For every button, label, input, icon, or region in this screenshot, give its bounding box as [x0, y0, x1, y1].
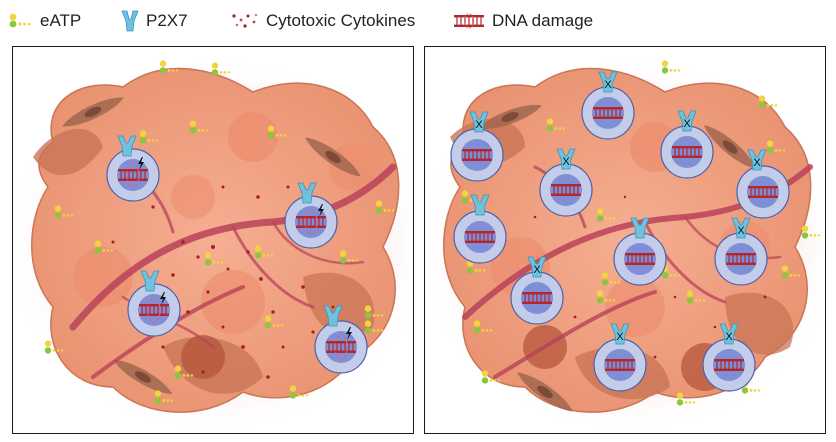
immune-cell: X	[703, 323, 755, 391]
immune-cell: X	[540, 148, 592, 216]
immune-cell: X	[451, 111, 503, 181]
x-mark-icon: X	[683, 118, 691, 130]
legend-label-dna-damage: DNA damage	[492, 11, 594, 30]
cytokine-dots	[111, 185, 345, 379]
legend-item-p2x7: P2X7	[120, 8, 188, 34]
cytokines-icon	[232, 13, 258, 28]
x-mark-icon: X	[562, 156, 570, 168]
legend: eATP P2X7 Cytotoxic Cytokines	[0, 0, 836, 42]
legend-item-cytokines: Cytotoxic Cytokines	[230, 8, 415, 34]
immune-cell: X	[737, 149, 789, 218]
legend-label-eatp: eATP	[40, 11, 82, 30]
panel-left	[12, 46, 414, 434]
legend-item-dna-damage: DNA damage	[452, 8, 593, 34]
x-mark-icon: X	[737, 225, 745, 237]
panel-right: X X X X X	[424, 46, 826, 434]
tumor-scene-left	[13, 55, 413, 433]
x-mark-icon: X	[533, 264, 541, 276]
immune-cell: X	[715, 217, 767, 285]
immune-cell: X	[582, 71, 634, 139]
immune-cell: X	[661, 110, 713, 178]
immune-cell: X	[511, 256, 563, 324]
legend-label-cytokines: Cytotoxic Cytokines	[266, 11, 416, 30]
immune-cell: X	[594, 323, 646, 391]
legend-item-eatp: eATP	[8, 8, 81, 34]
x-mark-icon: X	[604, 79, 612, 91]
x-mark-icon: X	[616, 331, 624, 343]
eatp-icon	[9, 13, 31, 28]
legend-label-p2x7: P2X7	[146, 11, 188, 30]
immune-cells: X X X X X	[451, 71, 789, 391]
p2x7-receptor-icon	[121, 10, 139, 32]
x-mark-icon: X	[725, 331, 733, 343]
dna-damage-icon	[454, 13, 484, 29]
x-mark-icon: X	[475, 119, 483, 131]
x-mark-icon: X	[753, 157, 761, 169]
tumor-scene-right: X X X X X	[425, 55, 825, 433]
